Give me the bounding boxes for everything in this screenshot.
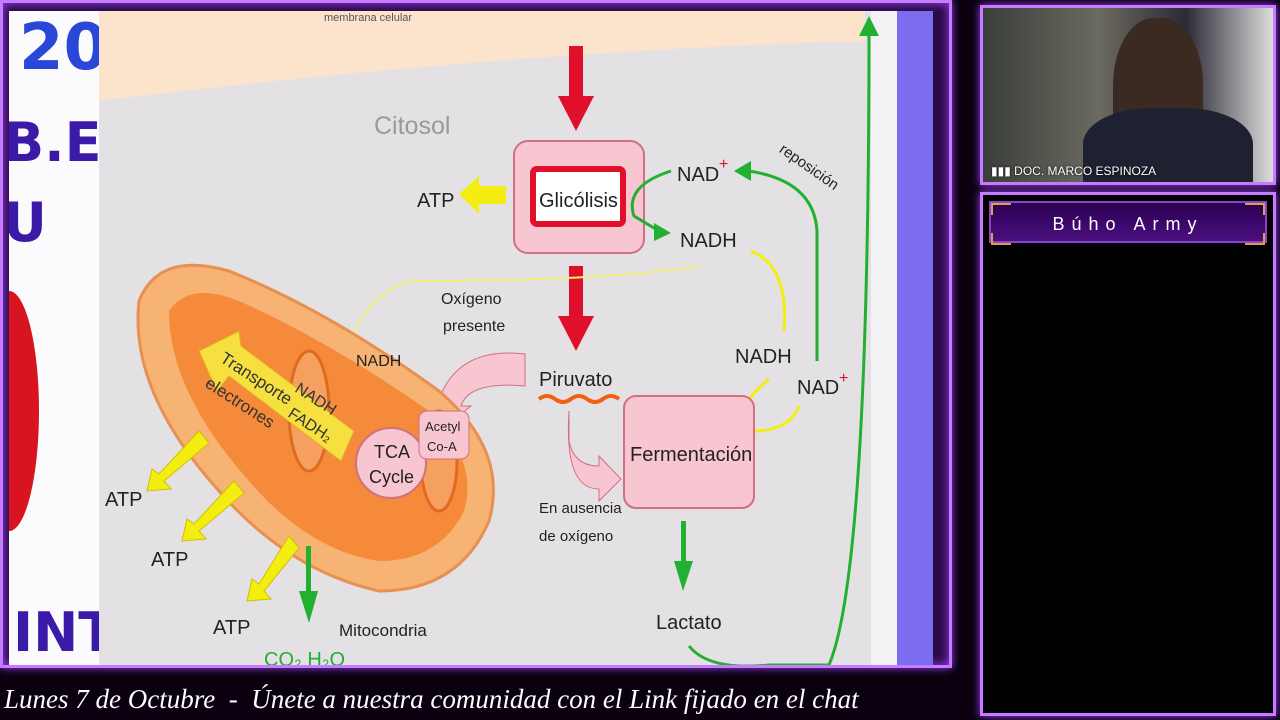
corner-decoration <box>991 203 1011 215</box>
lactato-label: Lactato <box>656 612 722 634</box>
arrowhead-icon <box>859 16 879 36</box>
acetyl-box <box>418 410 470 460</box>
piruvato-label: Piruvato <box>539 369 612 391</box>
acetyl-label: Acetyl <box>425 419 461 434</box>
participant-name: DOC. MARCO ESPINOZA <box>1014 164 1157 178</box>
side-label: B.EXT <box>9 111 99 174</box>
ausencia-label: En ausencia <box>539 500 622 517</box>
webcam-feed: ▮▮▮ DOC. MARCO ESPINOZA <box>980 5 1276 185</box>
slide-edge <box>897 11 933 665</box>
nadh-label: NADH <box>735 346 792 368</box>
oxigeno-label: de oxígeno <box>539 528 613 545</box>
plus-sign: + <box>719 156 728 173</box>
co2-h2o-label: CO₂ H₂O <box>264 649 345 665</box>
corner-decoration <box>991 233 1011 245</box>
orange-underline <box>537 394 621 404</box>
chat-panel: Búho Army <box>980 192 1276 716</box>
side-notes: 20 B.EXT U INT <box>9 11 99 665</box>
tca-label: TCA <box>374 442 410 462</box>
nadh-label: NADH <box>680 230 737 252</box>
cycle-label: Cycle <box>369 467 414 487</box>
slide-margin <box>871 11 897 665</box>
atp-label: ATP <box>417 190 454 212</box>
nadh-label: NADH <box>356 353 401 370</box>
yellow-arrow-icon <box>181 480 245 542</box>
cell-membrane-band <box>99 11 865 101</box>
citosol-label: Citosol <box>374 112 450 140</box>
yellow-arrow-icon <box>246 535 300 602</box>
atp-label: ATP <box>105 489 142 511</box>
participant-label: ▮▮▮ DOC. MARCO ESPINOZA <box>991 164 1156 178</box>
yellow-arrow-icon <box>198 330 355 462</box>
fermentacion-label: Fermentación <box>630 444 752 466</box>
corner-decoration <box>1245 233 1265 245</box>
green-arrow-icon <box>299 546 318 623</box>
membrane-label: membrana celular <box>324 12 412 24</box>
red-arrow-icon <box>558 266 594 351</box>
tca-cycle-circle <box>355 427 427 499</box>
plus-sign: + <box>839 370 848 387</box>
metabolism-diagram: membrana celular Citosol Glicólisis ATP … <box>99 11 879 665</box>
arrowhead-icon <box>654 223 671 241</box>
reposicion-label: reposición <box>776 141 842 194</box>
presenter-body <box>1083 108 1253 182</box>
atp-label: ATP <box>213 617 250 639</box>
side-label: INT <box>13 601 99 664</box>
glicolisis-highlight <box>530 166 626 227</box>
side-label: U <box>9 191 47 254</box>
glicolisis-label: Glicólisis <box>539 190 618 212</box>
presente-label: presente <box>443 318 505 335</box>
nad-label: NAD <box>677 164 719 186</box>
yellow-arrow-icon <box>146 430 210 492</box>
signal-bars-icon: ▮▮▮ <box>991 164 1011 178</box>
side-label: 20 <box>19 11 99 85</box>
slide: 20 B.EXT U INT membrana celular Citosol … <box>9 11 933 665</box>
yellow-arrow-icon <box>459 176 506 214</box>
mitocondria-label: Mitocondria <box>339 621 427 640</box>
fermentacion-box <box>623 395 755 509</box>
pink-arrow-icon <box>567 410 622 503</box>
oxigeno-label: Oxígeno <box>441 291 502 308</box>
corner-decoration <box>1245 203 1265 215</box>
green-arrow-icon <box>748 169 819 361</box>
coa-label: Co-A <box>427 439 457 454</box>
green-curve-arrow-icon <box>630 169 672 233</box>
atp-arrows <box>146 430 300 602</box>
green-arrow-icon <box>674 521 693 591</box>
presentation-screen: 20 B.EXT U INT membrana celular Citosol … <box>0 0 952 668</box>
atp-label: ATP <box>151 549 188 571</box>
nad-label: NAD <box>797 377 839 399</box>
green-loop-arrow <box>687 30 871 665</box>
arrowhead-icon <box>734 161 751 181</box>
chat-panel-title: Búho Army <box>989 201 1267 243</box>
yellow-line <box>750 249 787 332</box>
red-arrow-icon <box>558 46 594 131</box>
stream-caption: Lunes 7 de Octubre - Únete a nuestra com… <box>4 684 859 714</box>
